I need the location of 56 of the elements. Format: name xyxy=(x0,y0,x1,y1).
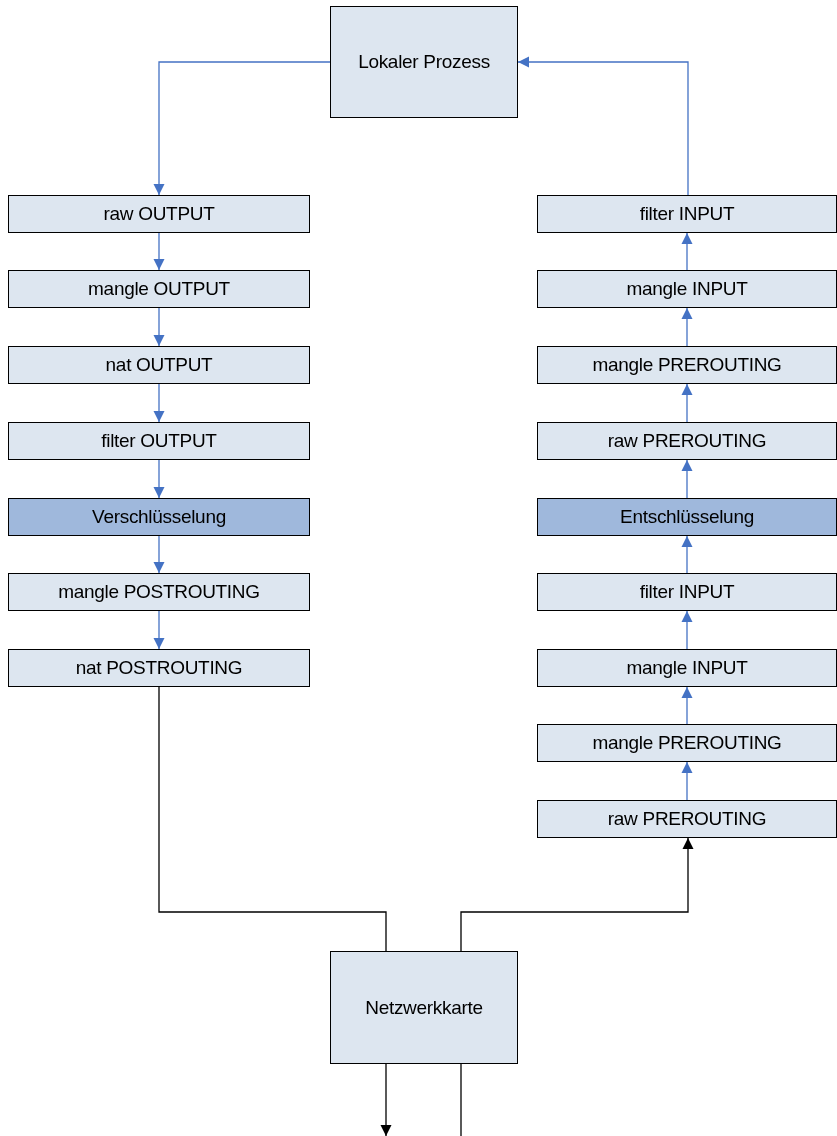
process-box xyxy=(8,649,310,687)
process-box xyxy=(8,573,310,611)
process-box xyxy=(8,498,310,536)
box-label: mangle INPUT xyxy=(626,278,748,300)
box-label: filter INPUT xyxy=(639,581,735,603)
box-label: raw OUTPUT xyxy=(103,203,215,225)
arrow xyxy=(460,837,694,952)
box-label: filter OUTPUT xyxy=(101,430,217,452)
arrow xyxy=(153,61,331,196)
arrow xyxy=(380,1063,392,1136)
process-box xyxy=(537,346,837,384)
connector-line xyxy=(158,686,387,952)
arrow xyxy=(681,686,693,725)
box-label: Lokaler Prozess xyxy=(358,51,490,73)
process-box xyxy=(537,422,837,460)
process-box xyxy=(537,573,837,611)
process-box xyxy=(8,270,310,308)
process-box xyxy=(537,195,837,233)
arrow xyxy=(153,307,165,347)
box-label: mangle OUTPUT xyxy=(88,278,230,300)
box-label: filter INPUT xyxy=(639,203,735,225)
arrow xyxy=(681,383,693,423)
box-label: nat OUTPUT xyxy=(105,354,213,376)
arrow xyxy=(681,761,693,801)
process-box xyxy=(330,951,518,1064)
process-box xyxy=(8,346,310,384)
process-box xyxy=(537,724,837,762)
box-label: Entschlüsselung xyxy=(620,506,754,528)
arrow xyxy=(153,459,165,499)
arrow xyxy=(681,307,693,347)
connector-line xyxy=(460,1063,462,1136)
box-label: mangle PREROUTING xyxy=(592,732,782,754)
arrow xyxy=(153,535,165,574)
process-box xyxy=(537,270,837,308)
arrow xyxy=(681,535,693,574)
arrow xyxy=(153,232,165,271)
process-box xyxy=(8,195,310,233)
box-label: raw PREROUTING xyxy=(607,430,767,452)
arrow xyxy=(681,232,693,271)
box-label: mangle PREROUTING xyxy=(592,354,782,376)
box-label: raw PREROUTING xyxy=(607,808,767,830)
arrow xyxy=(153,383,165,423)
arrow xyxy=(681,610,693,650)
arrow xyxy=(681,459,693,499)
box-label: mangle INPUT xyxy=(626,657,748,679)
process-box xyxy=(330,6,518,118)
box-label: mangle POSTROUTING xyxy=(58,581,260,603)
arrow xyxy=(153,610,165,650)
box-label: Netzwerkkarte xyxy=(365,996,483,1019)
box-label: nat POSTROUTING xyxy=(75,657,243,679)
process-box xyxy=(537,800,837,838)
process-box xyxy=(8,422,310,460)
process-box xyxy=(537,498,837,536)
arrow xyxy=(517,56,689,196)
box-label: Verschlüsselung xyxy=(92,506,226,528)
process-box xyxy=(537,649,837,687)
